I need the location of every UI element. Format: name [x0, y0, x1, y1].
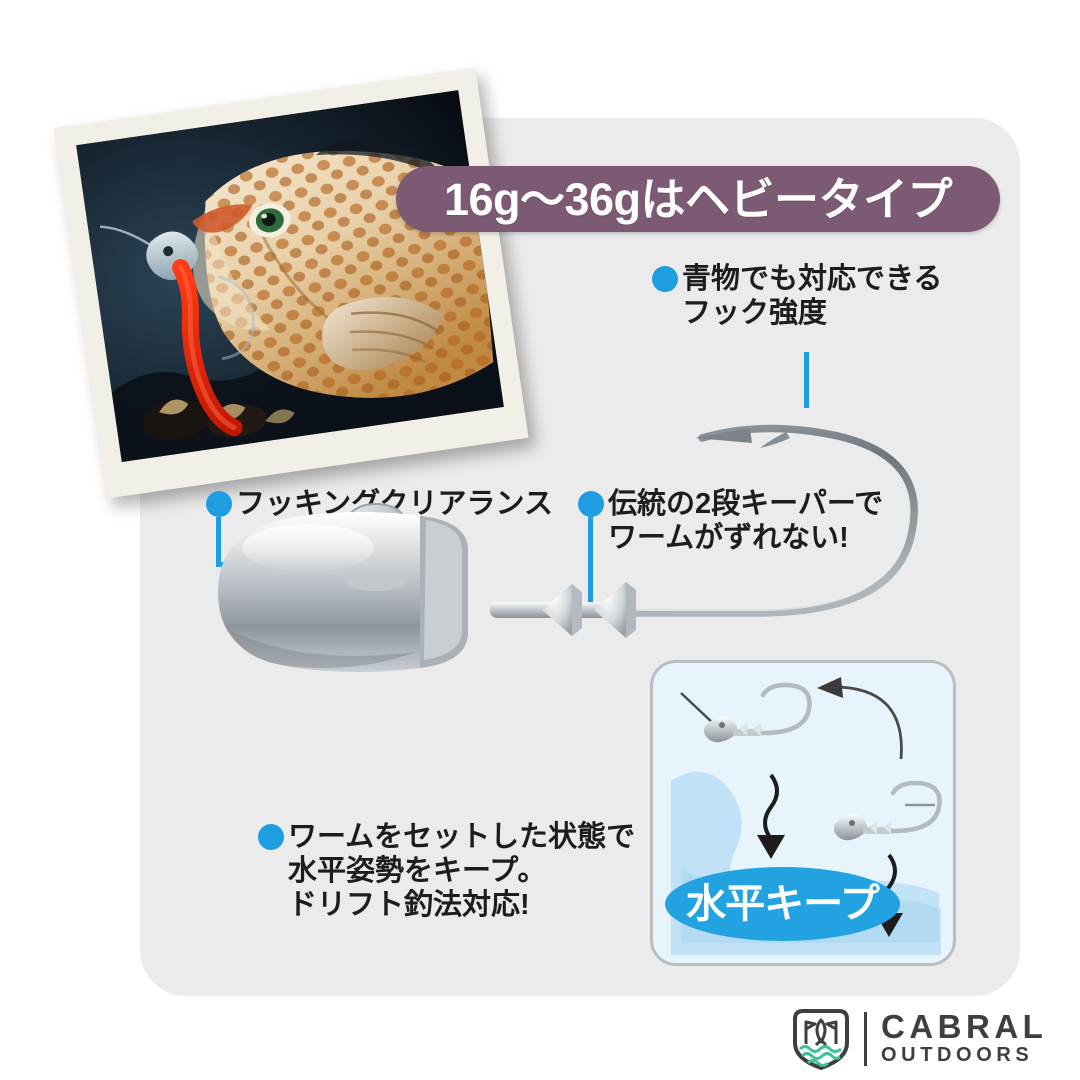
callout-two-step-keeper-text: 伝統の2段キーパーで ワームがずれない!: [608, 488, 884, 555]
banner-text: 16g〜36gはヘビータイプ: [443, 173, 953, 225]
leader-line-hook-strength: [804, 352, 809, 408]
horizontal-keep-badge: 水平キープ: [665, 867, 900, 941]
logo-name-bottom: OUTDOORS: [881, 1044, 1034, 1067]
callout-horizontal-posture: ワームをセットした状態で 水平姿勢をキープ。 ドリフト釣法対応!: [258, 820, 635, 923]
bullet-dot-icon: [258, 824, 284, 850]
callout-hook-strength-text: 青物でも対応できる フック強度: [682, 263, 943, 330]
leader-line-clearance-vertical: [216, 517, 221, 567]
bullet-dot-icon: [206, 491, 232, 517]
logo-divider: [864, 1012, 867, 1066]
horizontal-keep-badge-text: 水平キープ: [686, 882, 880, 926]
callout-hook-strength: 青物でも対応できる フック強度: [652, 262, 942, 330]
horizontal-keep-diagram-panel: 水平キープ: [650, 660, 956, 966]
leader-line-keeper: [588, 517, 593, 605]
jig-head-svg: [218, 424, 918, 672]
bullet-dot-icon: [652, 266, 678, 292]
callout-two-step-keeper: 伝統の2段キーパーで ワームがずれない!: [578, 487, 883, 555]
heavy-type-banner: 16g〜36gはヘビータイプ: [396, 166, 1000, 232]
logo-name-top: CABRAL: [881, 1007, 1048, 1045]
mini-jig-upper: [680, 682, 812, 743]
bullet-dot-icon: [578, 491, 604, 517]
shield-fish-flags-icon: [793, 1009, 849, 1071]
brand-logo: CABRAL OUTDOORS: [790, 1006, 1047, 1072]
jig-head-product-illustration: [190, 380, 980, 680]
mini-jig-lower: [833, 780, 942, 841]
callout-horizontal-posture-text: ワームをセットした状態で 水平姿勢をキープ。 ドリフト釣法対応!: [288, 821, 636, 922]
logo-wordmark: CABRAL OUTDOORS: [881, 1010, 1047, 1069]
